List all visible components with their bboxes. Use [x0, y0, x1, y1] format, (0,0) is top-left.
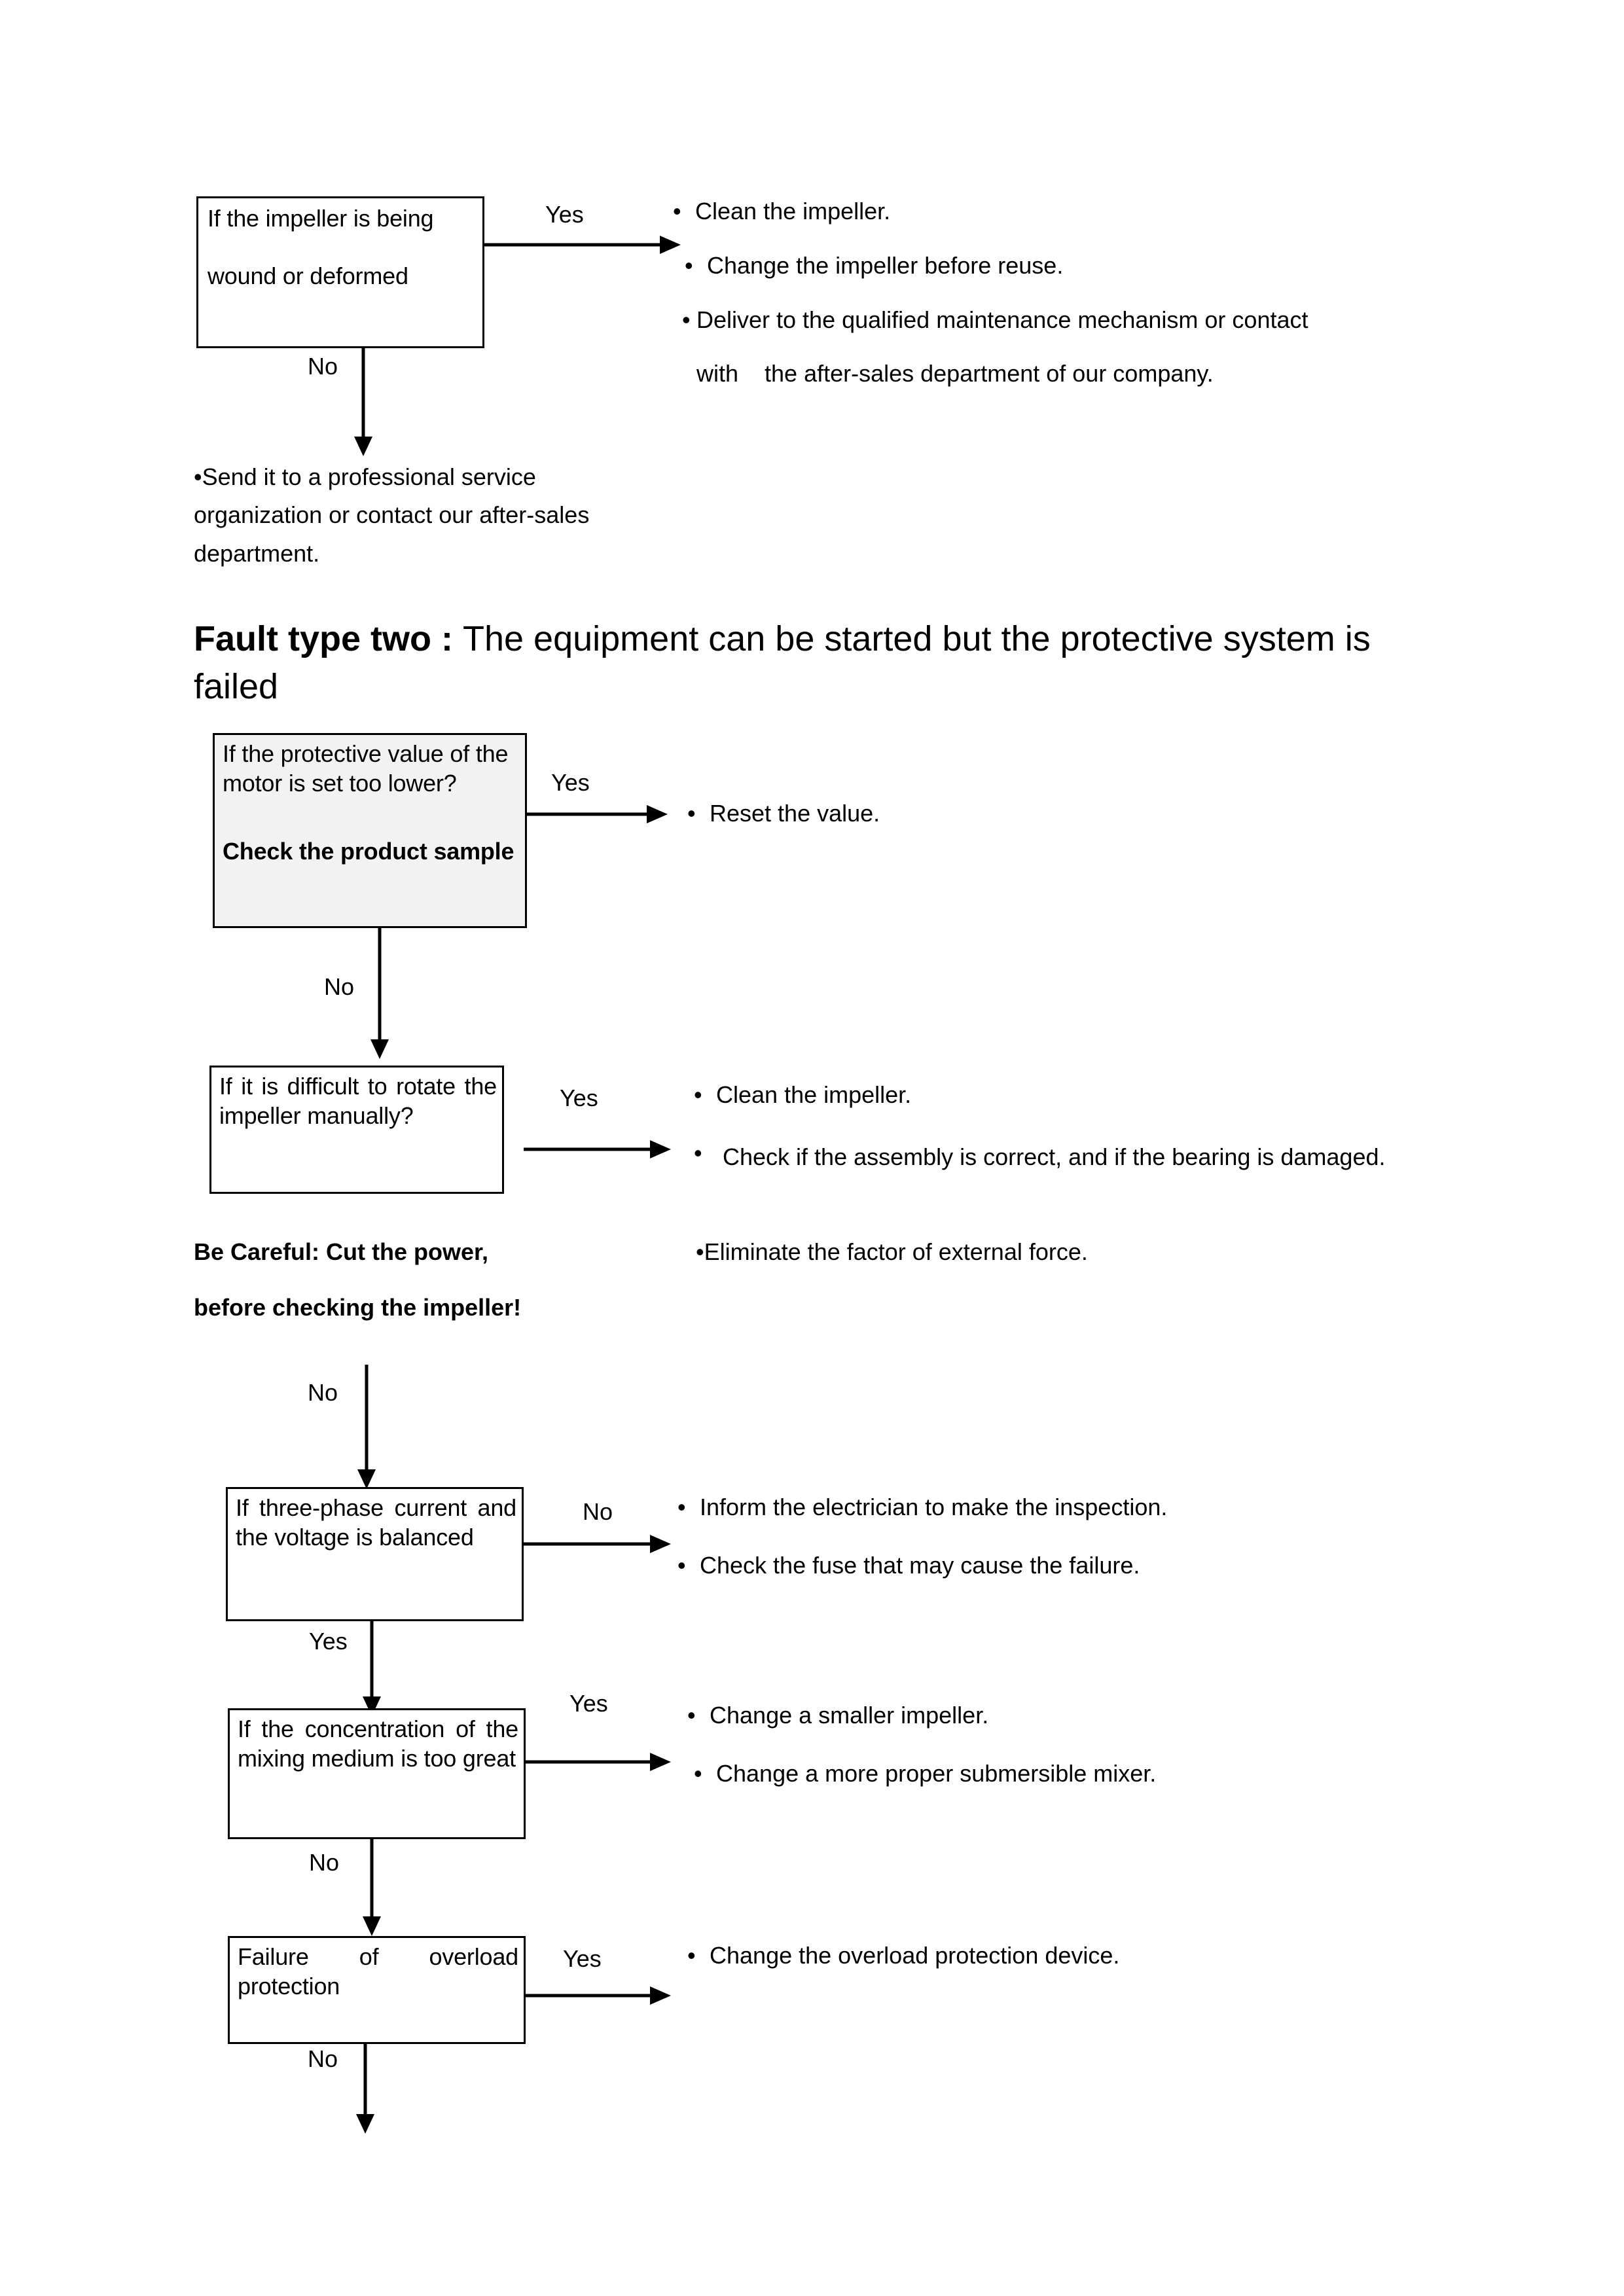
bullet-icon: •: [677, 1494, 686, 1520]
arrow-yes-three-phase-current: [363, 1621, 381, 1716]
list-item: • Change a more proper submersible mixer…: [687, 1759, 1342, 1789]
decision-box-impeller-wound-line2: wound or deformed: [208, 262, 408, 289]
list-item: • Change the impeller before reuse.: [673, 251, 1445, 281]
decision-box-impeller-wound: If the impeller is being wound or deform…: [196, 196, 484, 348]
decision-box-overload-protection: Failure of overload protection: [228, 1936, 526, 2044]
no-label-three-phase-current: No: [583, 1498, 613, 1525]
yes-label-protective-value: Yes: [551, 769, 590, 796]
list-item: • Deliver to the qualified maintenance m…: [673, 305, 1445, 336]
bullet-icon: •: [687, 1702, 696, 1729]
action-text: Check the fuse that may cause the failur…: [700, 1551, 1140, 1579]
arrow-no-rotate-impeller: [357, 1365, 376, 1489]
arrow-yes-protective-value: [527, 805, 668, 823]
page-heading-fault-type-two: Fault type two : The equipment can be st…: [194, 615, 1437, 711]
list-item: with the after-sales department of our c…: [673, 359, 1445, 389]
yes-label-impeller-wound: Yes: [545, 201, 584, 228]
bullet-icon: •: [677, 1551, 686, 1579]
list-item: • Inform the electrician to make the ins…: [677, 1492, 1398, 1523]
no-label-medium-concentration: No: [309, 1849, 340, 1876]
warning-cut-power-line2: before checking the impeller!: [194, 1294, 522, 1321]
decision-box-three-phase-current-text: If three-phase current and the voltage i…: [236, 1494, 516, 1551]
list-item: • Check the fuse that may cause the fail…: [677, 1551, 1398, 1581]
no-action-text-impeller-wound: •Send it to a professional service organ…: [194, 463, 590, 567]
decision-box-three-phase-current: If three-phase current and the voltage i…: [226, 1487, 524, 1621]
heading-bold-label: Fault type two :: [194, 619, 463, 658]
action-text: Change a more proper submersible mixer.: [716, 1759, 1157, 1787]
list-item: • Reset the value.: [687, 798, 1276, 829]
decision-box-rotate-impeller: If it is difficult to rotate the impelle…: [209, 1066, 504, 1194]
yes-label-rotate-impeller: Yes: [560, 1085, 598, 1111]
bullet-icon: •: [694, 1759, 702, 1787]
arrow-yes-medium-concentration: [526, 1753, 671, 1771]
no-label-overload-protection: No: [308, 2045, 338, 2072]
bullet-icon: •: [687, 800, 696, 827]
list-item: • Change a smaller impeller.: [687, 1700, 1342, 1731]
bullet-icon: •: [682, 306, 691, 333]
decision-box-protective-value-note: Check the product sample: [223, 836, 517, 866]
action-list-impeller-wound-yes: • Clean the impeller. • Change the impel…: [673, 196, 1445, 389]
heading-rest-label: The equipment can be started but the pro…: [194, 619, 1371, 706]
decision-box-rotate-impeller-text: If it is difficult to rotate the impelle…: [219, 1073, 497, 1130]
no-label-rotate-impeller: No: [308, 1379, 338, 1406]
action-text: Check if the assembly is correct, and if…: [723, 1143, 1386, 1170]
arrow-no-overload-protection: [356, 2042, 374, 2134]
action-text: Reset the value.: [710, 800, 880, 827]
bullet-icon: •: [685, 251, 693, 279]
action-text: Change the overload protection device.: [710, 1942, 1120, 1969]
action-text: Clean the impeller.: [716, 1081, 912, 1108]
bullet-icon: •: [694, 1081, 702, 1108]
no-label-impeller-wound: No: [308, 353, 338, 380]
bullet-icon: •: [673, 198, 681, 224]
yes-label-medium-concentration: Yes: [569, 1690, 608, 1717]
arrow-no-impeller-wound: [354, 348, 372, 456]
action-text: Change a smaller impeller.: [710, 1702, 989, 1729]
action-text: Inform the electrician to make the inspe…: [700, 1494, 1168, 1520]
action-list-protective-value-yes: • Reset the value.: [687, 798, 1276, 829]
list-item: • Change the overload protection device.: [687, 1941, 1342, 1971]
arrow-yes-overload-protection: [526, 1986, 671, 2005]
warning-cut-power-line1: Be Careful: Cut the power,: [194, 1238, 489, 1265]
decision-box-protective-value: If the protective value of the motor is …: [213, 733, 527, 928]
action-list-rotate-impeller-yes: • Clean the impeller. • Check if the ass…: [694, 1080, 1437, 1204]
action-text: Deliver to the qualified maintenance mec…: [696, 306, 1308, 333]
bullet-icon: •: [687, 1942, 696, 1969]
action-list-overload-protection-yes: • Change the overload protection device.: [687, 1941, 1342, 1971]
no-label-protective-value: No: [324, 973, 355, 1000]
action-list-three-phase-current-no: • Inform the electrician to make the ins…: [677, 1492, 1398, 1581]
arrow-yes-impeller-wound: [484, 236, 681, 254]
yes-label-three-phase-current: Yes: [309, 1628, 348, 1655]
arrow-yes-rotate-impeller: [524, 1140, 671, 1158]
arrow-no-three-phase-current: [524, 1535, 671, 1553]
action-text-eliminate-external-force: •Eliminate the factor of external force.: [696, 1238, 1088, 1265]
action-text: Clean the impeller.: [695, 198, 891, 224]
list-item: • Clean the impeller.: [694, 1080, 1437, 1111]
decision-box-protective-value-note-text: Check the product sample: [223, 838, 514, 865]
bullet-icon: •: [694, 1139, 702, 1166]
decision-box-overload-protection-text: Failure of overload protection: [238, 1943, 518, 2000]
arrow-no-protective-value: [370, 928, 389, 1059]
decision-box-medium-concentration: If the concentration of the mixing mediu…: [228, 1708, 526, 1839]
list-item: • Clean the impeller.: [673, 196, 1445, 227]
arrow-no-medium-concentration: [363, 1839, 381, 1936]
list-item: • Check if the assembly is correct, and …: [694, 1138, 1437, 1176]
action-text: with the after-sales department of our c…: [696, 360, 1214, 387]
decision-box-medium-concentration-text: If the concentration of the mixing mediu…: [238, 1715, 518, 1772]
yes-label-overload-protection: Yes: [563, 1945, 602, 1972]
action-list-medium-concentration-yes: • Change a smaller impeller. • Change a …: [687, 1700, 1342, 1789]
decision-box-impeller-wound-line1: If the impeller is being: [208, 205, 434, 232]
decision-box-protective-value-question: If the protective value of the motor is …: [223, 740, 509, 797]
action-text: Change the impeller before reuse.: [707, 251, 1064, 279]
